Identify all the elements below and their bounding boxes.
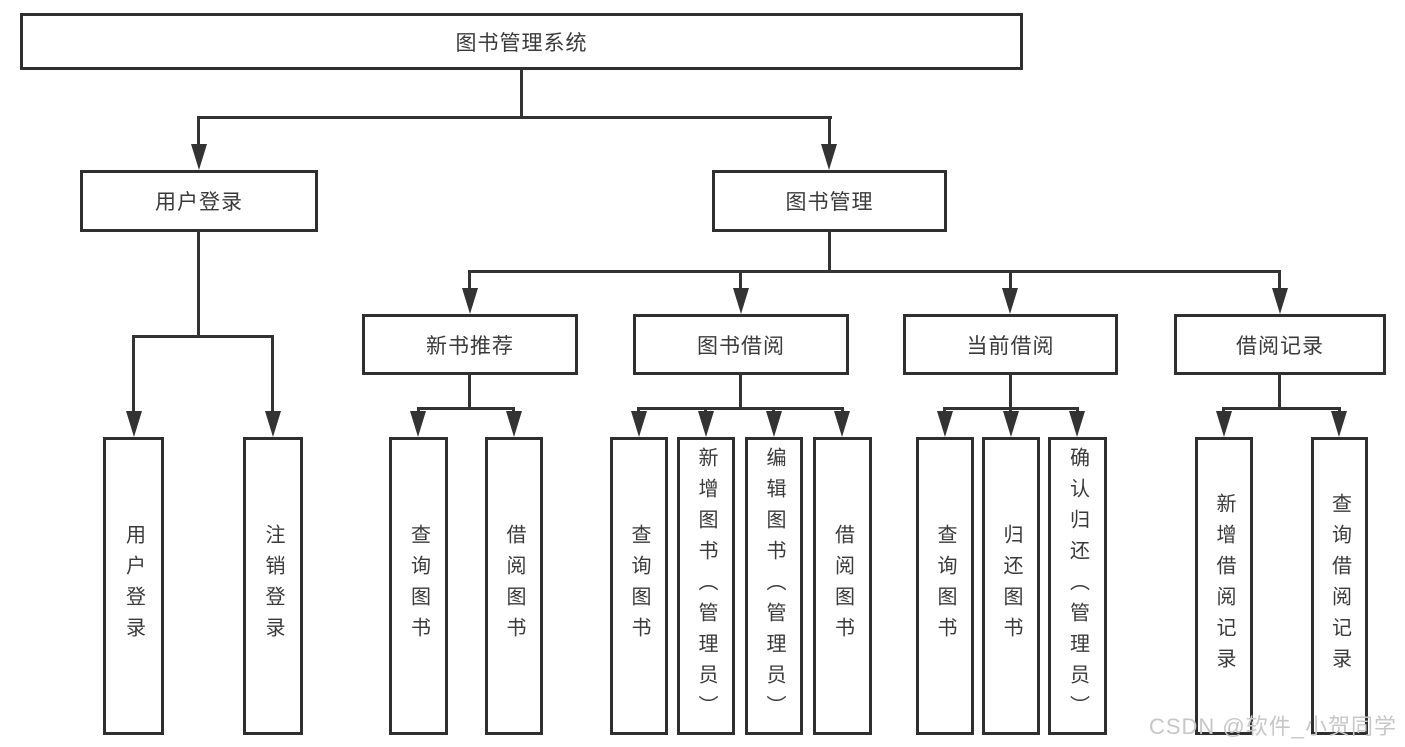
leaf-query-borrow-record: 查询借阅记录	[1311, 437, 1368, 735]
arrowhead-edit-book-admin	[766, 411, 782, 437]
csdn-watermark: CSDN @软件_小贺同学	[1148, 714, 1397, 739]
connector-borrow-records-trunk	[1278, 373, 1281, 409]
node-current-borrow: 当前借阅	[903, 314, 1118, 375]
arrowhead-query-borrow-record	[1331, 411, 1347, 437]
arrowhead-current-borrow	[1002, 288, 1018, 314]
connector-drop-current-borrow	[1009, 270, 1012, 290]
arrowhead-book-borrow	[733, 288, 749, 314]
arrowhead-add-book-admin	[698, 411, 714, 437]
leaf-logout-label: 注销登录	[262, 524, 284, 648]
arrowhead-query-books-current	[937, 411, 953, 437]
connector-drop-leaf-logout	[271, 335, 274, 413]
leaf-query-books-borrow-label: 查询图书	[628, 524, 650, 648]
leaf-borrow-books-recommend-label: 借阅图书	[503, 524, 525, 648]
arrowhead-leaf-user-login	[126, 411, 142, 437]
arrowhead-borrow-books	[834, 411, 850, 437]
node-borrow-records: 借阅记录	[1174, 314, 1386, 375]
connector-drop-user-login	[197, 116, 200, 146]
leaf-query-books-borrow: 查询图书	[610, 437, 668, 735]
leaf-add-book-admin-label: 新增图书（管理员）	[695, 446, 717, 726]
arrowhead-new-book-recommend	[462, 288, 478, 314]
connector-drop-new-book-recommend	[468, 270, 471, 290]
leaf-borrow-books: 借阅图书	[813, 437, 872, 735]
leaf-query-books-recommend: 查询图书	[389, 437, 448, 735]
arrowhead-borrow-books-recommend	[506, 411, 522, 437]
leaf-query-books-recommend-label: 查询图书	[407, 524, 430, 648]
arrowhead-query-books-recommend	[410, 411, 426, 437]
connector-new-book-trunk	[468, 373, 471, 409]
connector-book-management-trunk	[828, 230, 831, 272]
leaf-user-login: 用户登录	[103, 437, 164, 735]
node-new-book-recommend: 新书推荐	[362, 314, 578, 375]
connector-book-management-branch	[468, 270, 1281, 273]
arrowhead-query-books-borrow	[631, 411, 647, 437]
leaf-edit-book-admin-label: 编辑图书（管理员）	[763, 446, 785, 726]
connector-book-borrow-trunk	[739, 373, 742, 409]
connector-root-branch	[197, 116, 832, 119]
arrowhead-book-management	[821, 144, 837, 170]
arrowhead-confirm-return-admin	[1069, 411, 1085, 437]
leaf-return-book: 归还图书	[982, 437, 1040, 735]
leaf-add-borrow-record: 新增借阅记录	[1195, 437, 1253, 735]
node-book-borrow: 图书借阅	[633, 314, 849, 375]
leaf-return-book-label: 归还图书	[1000, 524, 1022, 648]
leaf-borrow-books-recommend: 借阅图书	[485, 437, 543, 735]
connector-user-login-trunk	[197, 230, 200, 337]
arrowhead-borrow-records	[1272, 288, 1288, 314]
node-user-login: 用户登录	[80, 170, 318, 232]
leaf-user-login-label: 用户登录	[122, 524, 145, 648]
leaf-query-borrow-record-label: 查询借阅记录	[1328, 493, 1351, 679]
leaf-borrow-books-label: 借阅图书	[831, 524, 854, 648]
connector-current-borrow-trunk	[1009, 373, 1012, 409]
connector-book-borrow-branch	[637, 407, 844, 410]
connector-drop-leaf-user-login	[132, 335, 135, 413]
leaf-query-books-current: 查询图书	[916, 437, 974, 735]
connector-root-trunk	[520, 68, 523, 118]
leaf-edit-book-admin: 编辑图书（管理员）	[745, 437, 803, 735]
leaf-query-books-current-label: 查询图书	[934, 524, 956, 648]
connector-drop-borrow-records	[1278, 270, 1281, 290]
arrowhead-user-login	[191, 144, 207, 170]
leaf-logout: 注销登录	[243, 437, 303, 735]
leaf-add-borrow-record-label: 新增借阅记录	[1213, 493, 1235, 679]
node-book-management: 图书管理	[712, 170, 947, 232]
leaf-confirm-return-admin-label: 确认归还（管理员）	[1066, 446, 1089, 726]
arrowhead-leaf-logout	[265, 411, 281, 437]
connector-borrow-records-branch	[1222, 407, 1340, 410]
leaf-confirm-return-admin: 确认归还（管理员）	[1048, 437, 1107, 735]
node-library-system: 图书管理系统	[20, 13, 1023, 70]
connector-user-login-branch	[132, 335, 274, 338]
connector-drop-book-borrow	[739, 270, 742, 290]
connector-new-book-branch	[417, 407, 515, 410]
connector-drop-book-management	[828, 116, 831, 146]
arrowhead-return-book	[1003, 411, 1019, 437]
leaf-add-book-admin: 新增图书（管理员）	[677, 437, 735, 735]
arrowhead-add-borrow-record	[1216, 411, 1232, 437]
